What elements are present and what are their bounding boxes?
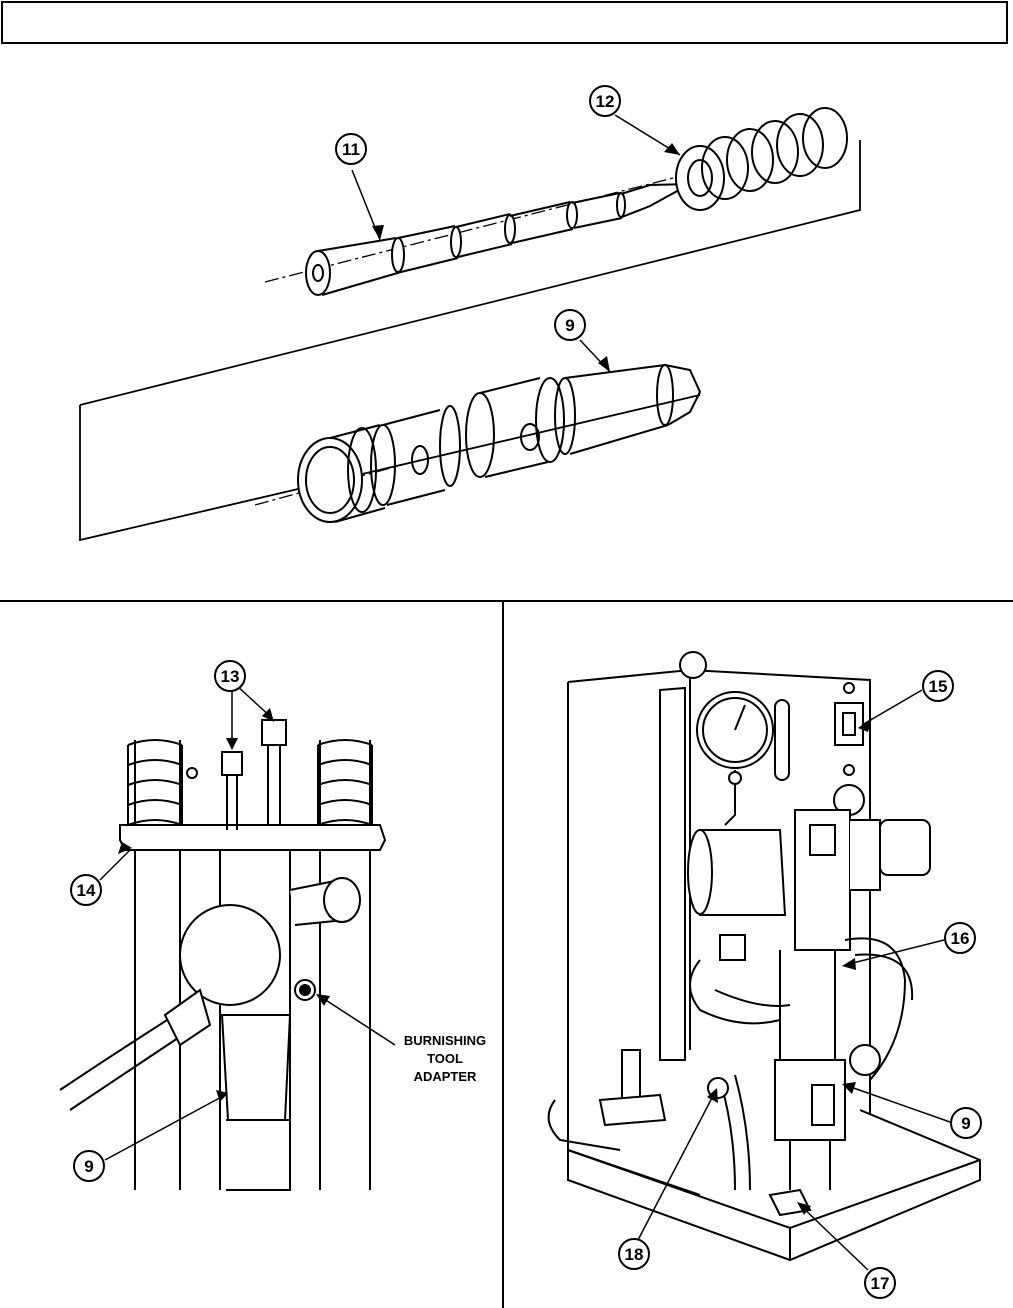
svg-text:TOOL: TOOL — [427, 1051, 463, 1066]
callout-18: 18 — [619, 1239, 649, 1269]
svg-text:12: 12 — [596, 92, 615, 111]
top-panel-exploded-view: 11 12 9 — [0, 48, 1013, 598]
svg-text:9: 9 — [961, 1114, 970, 1133]
svg-text:11: 11 — [342, 140, 360, 159]
svg-text:15: 15 — [929, 677, 948, 696]
callout-14: 14 — [71, 875, 101, 905]
exploded-view-drawing: 11 12 9 — [0, 48, 1013, 598]
bottom-left-panel: 13 14 9 BURNISHING TOOL ADAPTER — [0, 602, 502, 1308]
spring-part — [676, 108, 847, 210]
tester-stand-drawing: 15 16 9 18 17 — [504, 602, 1013, 1308]
callout-9-left: 9 — [74, 1151, 104, 1181]
callout-17: 17 — [865, 1268, 895, 1298]
adapter-body-part — [298, 365, 700, 522]
callout-9-right: 9 — [951, 1108, 981, 1138]
adapter-installation-drawing: 13 14 9 BURNISHING TOOL ADAPTER — [0, 602, 502, 1308]
svg-text:16: 16 — [951, 929, 970, 948]
svg-text:9: 9 — [565, 316, 574, 335]
left-spring — [128, 740, 197, 825]
callout-9-top: 9 — [555, 310, 585, 340]
svg-text:9: 9 — [84, 1157, 93, 1176]
right-spring — [318, 740, 372, 825]
svg-text:17: 17 — [871, 1274, 890, 1293]
burnishing-tool-adapter-label: BURNISHING TOOL ADAPTER — [404, 1033, 486, 1084]
callout-11: 11 — [336, 134, 366, 164]
svg-text:13: 13 — [221, 667, 240, 686]
svg-text:14: 14 — [77, 881, 96, 900]
callout-12: 12 — [590, 86, 620, 116]
svg-text:ADAPTER: ADAPTER — [414, 1069, 477, 1084]
callout-16: 16 — [945, 923, 975, 953]
bottom-right-panel: 15 16 9 18 17 — [504, 602, 1013, 1308]
svg-text:BURNISHING: BURNISHING — [404, 1033, 486, 1048]
callout-13: 13 — [215, 661, 245, 691]
callout-15: 15 — [923, 671, 953, 701]
header-frame — [1, 1, 1008, 44]
svg-text:18: 18 — [625, 1245, 644, 1264]
